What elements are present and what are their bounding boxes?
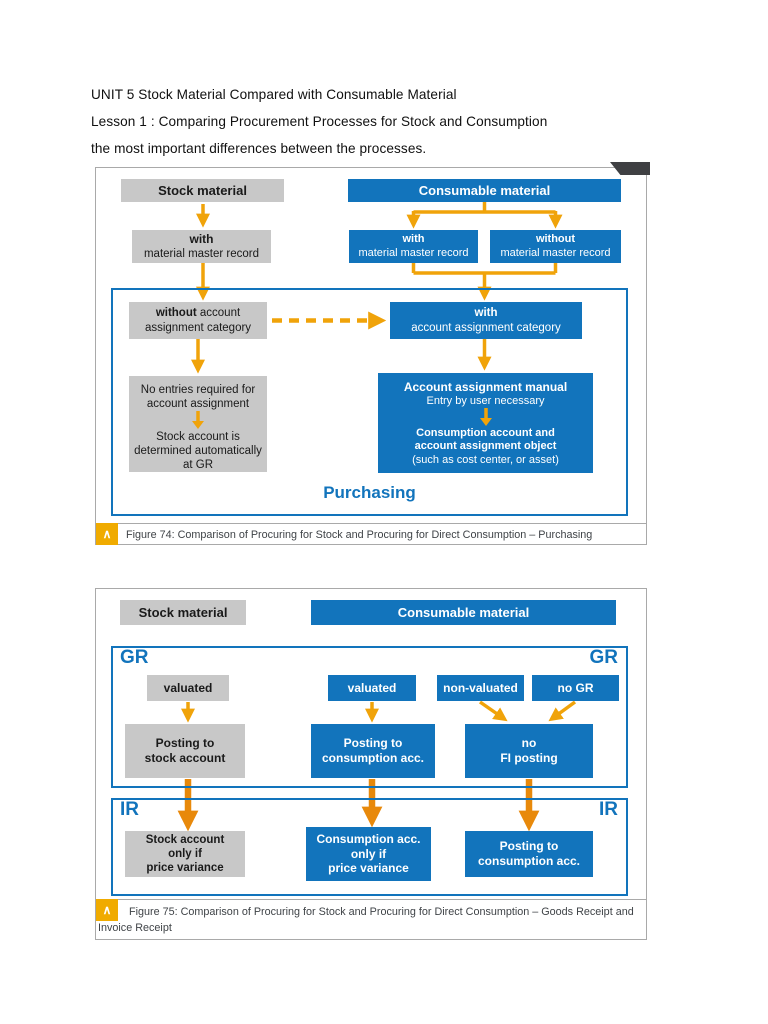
with-mmr-stock-box: with material master record [132,230,271,263]
posting-consumption-ir-box: Posting to consumption acc. [465,831,593,877]
purchasing-zone-label: Purchasing [323,483,416,502]
stock-material-label: Stock material [158,182,247,198]
without-aac-line2: assignment category [144,321,252,334]
valuated-consumable-box: valuated [328,675,416,701]
no-entries-stock-box: No entries required for account assignme… [129,376,267,472]
variance-line3: price variance [146,862,224,874]
folded-corner-tab [610,162,650,175]
without-label: without [535,233,576,246]
no-fi-posting-box: no FI posting [465,724,593,778]
consumption-line1: Consumption account and [416,427,555,440]
posting-consumption-box: Posting to consumption acc. [311,724,435,778]
figure-75-caption-line2: Invoice Receipt [98,922,172,934]
non-valuated-label: non-valuated [443,680,518,695]
ir-label-left: IR [120,799,139,820]
no-fi-line1: no [521,736,537,751]
stock-material-header: Stock material [120,600,246,625]
unit-heading: UNIT 5 Stock Material Compared with Cons… [91,87,457,102]
lesson-heading: Lesson 1 : Comparing Procurement Process… [91,114,548,129]
aac-label: account assignment category [411,321,561,334]
aam-text: Account assignment manual Entry by user … [404,380,567,408]
consumable-material-label: Consumable material [397,604,530,620]
collapse-chevron-button[interactable]: ∧ [96,899,118,921]
with-label: with [189,232,214,247]
no-entries-line2: account assignment [146,398,250,411]
with-label: with [402,233,425,246]
posting-line2: consumption acc. [477,854,581,868]
ir-zone [111,798,628,896]
no-entries-line1: No entries required for [140,384,256,396]
no-gr-box: no GR [532,675,619,701]
valuated-label: valuated [163,680,213,695]
stock-material-label: Stock material [138,604,228,620]
variance-line1: Consumption acc. [316,832,421,847]
chevron-up-icon: ∧ [102,527,112,541]
stock-material-header: Stock material [121,179,284,202]
stock-account-variance-box: Stock account only if price variance [125,831,245,877]
with-bold: with [474,307,498,320]
aam-subtitle: Entry by user necessary [426,394,545,407]
mmr-label: material master record [143,247,260,260]
consumption-variance-box: Consumption acc. only if price variance [306,827,431,881]
consumption-line2: account assignment object [414,440,557,453]
mmr-label: material master record [358,246,469,259]
chevron-up-icon: ∧ [102,903,112,917]
collapse-chevron-button[interactable]: ∧ [96,523,118,545]
figure-74-purchasing-diagram: Stock material Consumable material with … [95,162,650,545]
ir-label-right: IR [599,799,618,820]
consumable-material-header: Consumable material [311,600,616,625]
posting-line2: stock account [144,751,226,765]
stock-auto-text: Stock account is determined automaticall… [134,430,262,472]
without-aac-line1: without account [156,306,240,320]
posting-line1: Posting to [343,736,403,751]
purchasing-zone [111,288,628,516]
merge-elbow [411,263,558,275]
aam-title: Account assignment manual [403,380,568,394]
figure-75-gr-ir-diagram: Stock material Consumable material GR GR… [95,588,647,940]
with-aac-box: with account assignment category [390,302,582,339]
variance-line1: Stock account [145,833,225,846]
stock-auto-line3: at GR [182,459,214,472]
account-assignment-manual-box: Account assignment manual Entry by user … [378,373,593,473]
mmr-label: material master record [500,246,611,259]
figure-75-caption-bar: ∧ Figure 75: Comparison of Procuring for… [96,899,646,939]
consumption-text: Consumption account and account assignme… [412,427,559,467]
non-valuated-box: non-valuated [437,675,524,701]
gr-label-right: GR [589,647,619,668]
figure-74-caption: Figure 74: Comparison of Procuring for S… [126,529,593,541]
down-arrow-icon [192,411,204,430]
branch-consumable [413,202,556,214]
consumable-material-header: Consumable material [348,179,621,202]
account-rest: account [196,307,241,320]
figure-74-caption-bar: ∧ Figure 74: Comparison of Procuring for… [96,523,646,545]
consumable-material-label: Consumable material [418,182,551,198]
gr-label-left: GR [120,647,149,668]
no-entries-text: No entries required for account assignme… [141,383,255,411]
without-mmr-consumable-box: without material master record [490,230,621,263]
with-mmr-consumable-box: with material master record [349,230,478,263]
valuated-stock-box: valuated [147,675,229,701]
posting-line2: consumption acc. [321,751,425,765]
posting-line1: Posting to [499,839,559,854]
down-arrow-icon [479,408,492,427]
valuated-label: valuated [347,680,397,695]
variance-line3: price variance [328,861,409,876]
posting-stock-account-box: Posting to stock account [125,724,245,778]
no-fi-line2: FI posting [500,751,558,765]
without-bold: without [155,307,197,320]
no-gr-label: no GR [557,680,594,695]
stock-auto-line2: determined automatically [134,445,262,458]
variance-line2: only if [350,846,387,861]
consumption-line3: (such as cost center, or asset) [412,453,559,466]
variance-line2: only if [168,847,202,860]
without-aac-box: without account assignment category [129,302,267,339]
stock-auto-line1: Stock account is [156,431,240,444]
figure-75-caption-line1: Figure 75: Comparison of Procuring for S… [129,906,634,918]
intro-text: the most important differences between t… [91,141,427,156]
gr-zone [111,646,628,788]
posting-line1: Posting to [155,736,215,751]
